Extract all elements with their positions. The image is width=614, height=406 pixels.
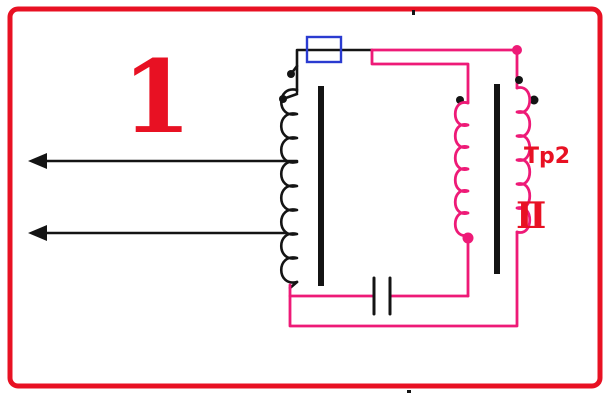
arrowhead-left-icon bbox=[28, 225, 47, 241]
pink-branch-wire bbox=[370, 48, 470, 105]
pink-bottom-return-wire bbox=[288, 230, 519, 328]
secondary-winding-right bbox=[515, 86, 531, 234]
output-lead-upper bbox=[28, 153, 299, 169]
figure-number-label: 1 bbox=[122, 38, 192, 156]
output-lead-lower bbox=[28, 225, 288, 241]
junction-dot bbox=[279, 95, 287, 103]
junction-dot-pink bbox=[512, 45, 522, 55]
left-transformer-core bbox=[318, 86, 324, 286]
stray-mark bbox=[407, 390, 411, 393]
primary-coil bbox=[280, 88, 299, 284]
winding-numeral-label: Ⅱ bbox=[516, 195, 546, 237]
blue-component-box bbox=[305, 35, 343, 64]
right-transformer bbox=[454, 84, 531, 274]
test-point-label: Tp2 bbox=[524, 144, 570, 169]
junction-dot bbox=[287, 70, 295, 78]
junction-dot bbox=[515, 76, 523, 84]
secondary-winding-left bbox=[454, 101, 470, 237]
arrowhead-left-icon bbox=[28, 153, 47, 169]
capacitor bbox=[372, 276, 392, 316]
stray-mark bbox=[412, 10, 415, 15]
top-feed-wire bbox=[295, 48, 374, 94]
right-transformer-core bbox=[494, 84, 500, 274]
junction-dot bbox=[529, 95, 539, 105]
left-transformer bbox=[280, 86, 324, 286]
red-border-frame bbox=[7, 6, 603, 389]
